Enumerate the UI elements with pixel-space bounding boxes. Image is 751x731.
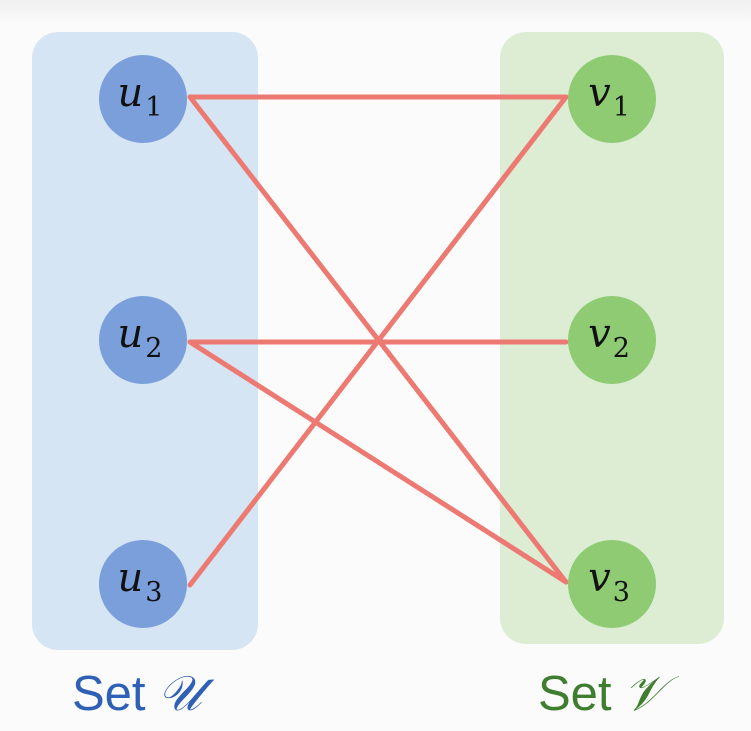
- node-v1-label: v1: [588, 70, 630, 123]
- set-v-symbol: 𝒱: [623, 665, 665, 722]
- node-v1: v1: [568, 55, 656, 143]
- node-v3-label: v3: [588, 555, 630, 608]
- set-v-word: Set: [538, 667, 612, 721]
- node-v3: v3: [568, 540, 656, 628]
- node-u1-label: u1: [117, 70, 163, 123]
- node-v2: v2: [568, 296, 656, 384]
- node-u3-label: u3: [117, 555, 163, 608]
- set-u-word: Set: [72, 667, 146, 721]
- node-u3: u3: [99, 540, 187, 628]
- node-u1: u1: [99, 55, 187, 143]
- node-v2-label: v2: [588, 311, 630, 364]
- edge-u3-v1: [187, 94, 569, 588]
- edge-u2-v3: [187, 339, 569, 585]
- set-u-symbol: 𝒰: [157, 665, 202, 722]
- top-shadow: [0, 0, 751, 26]
- node-u2-label: u2: [117, 311, 163, 364]
- node-u2: u2: [99, 296, 187, 384]
